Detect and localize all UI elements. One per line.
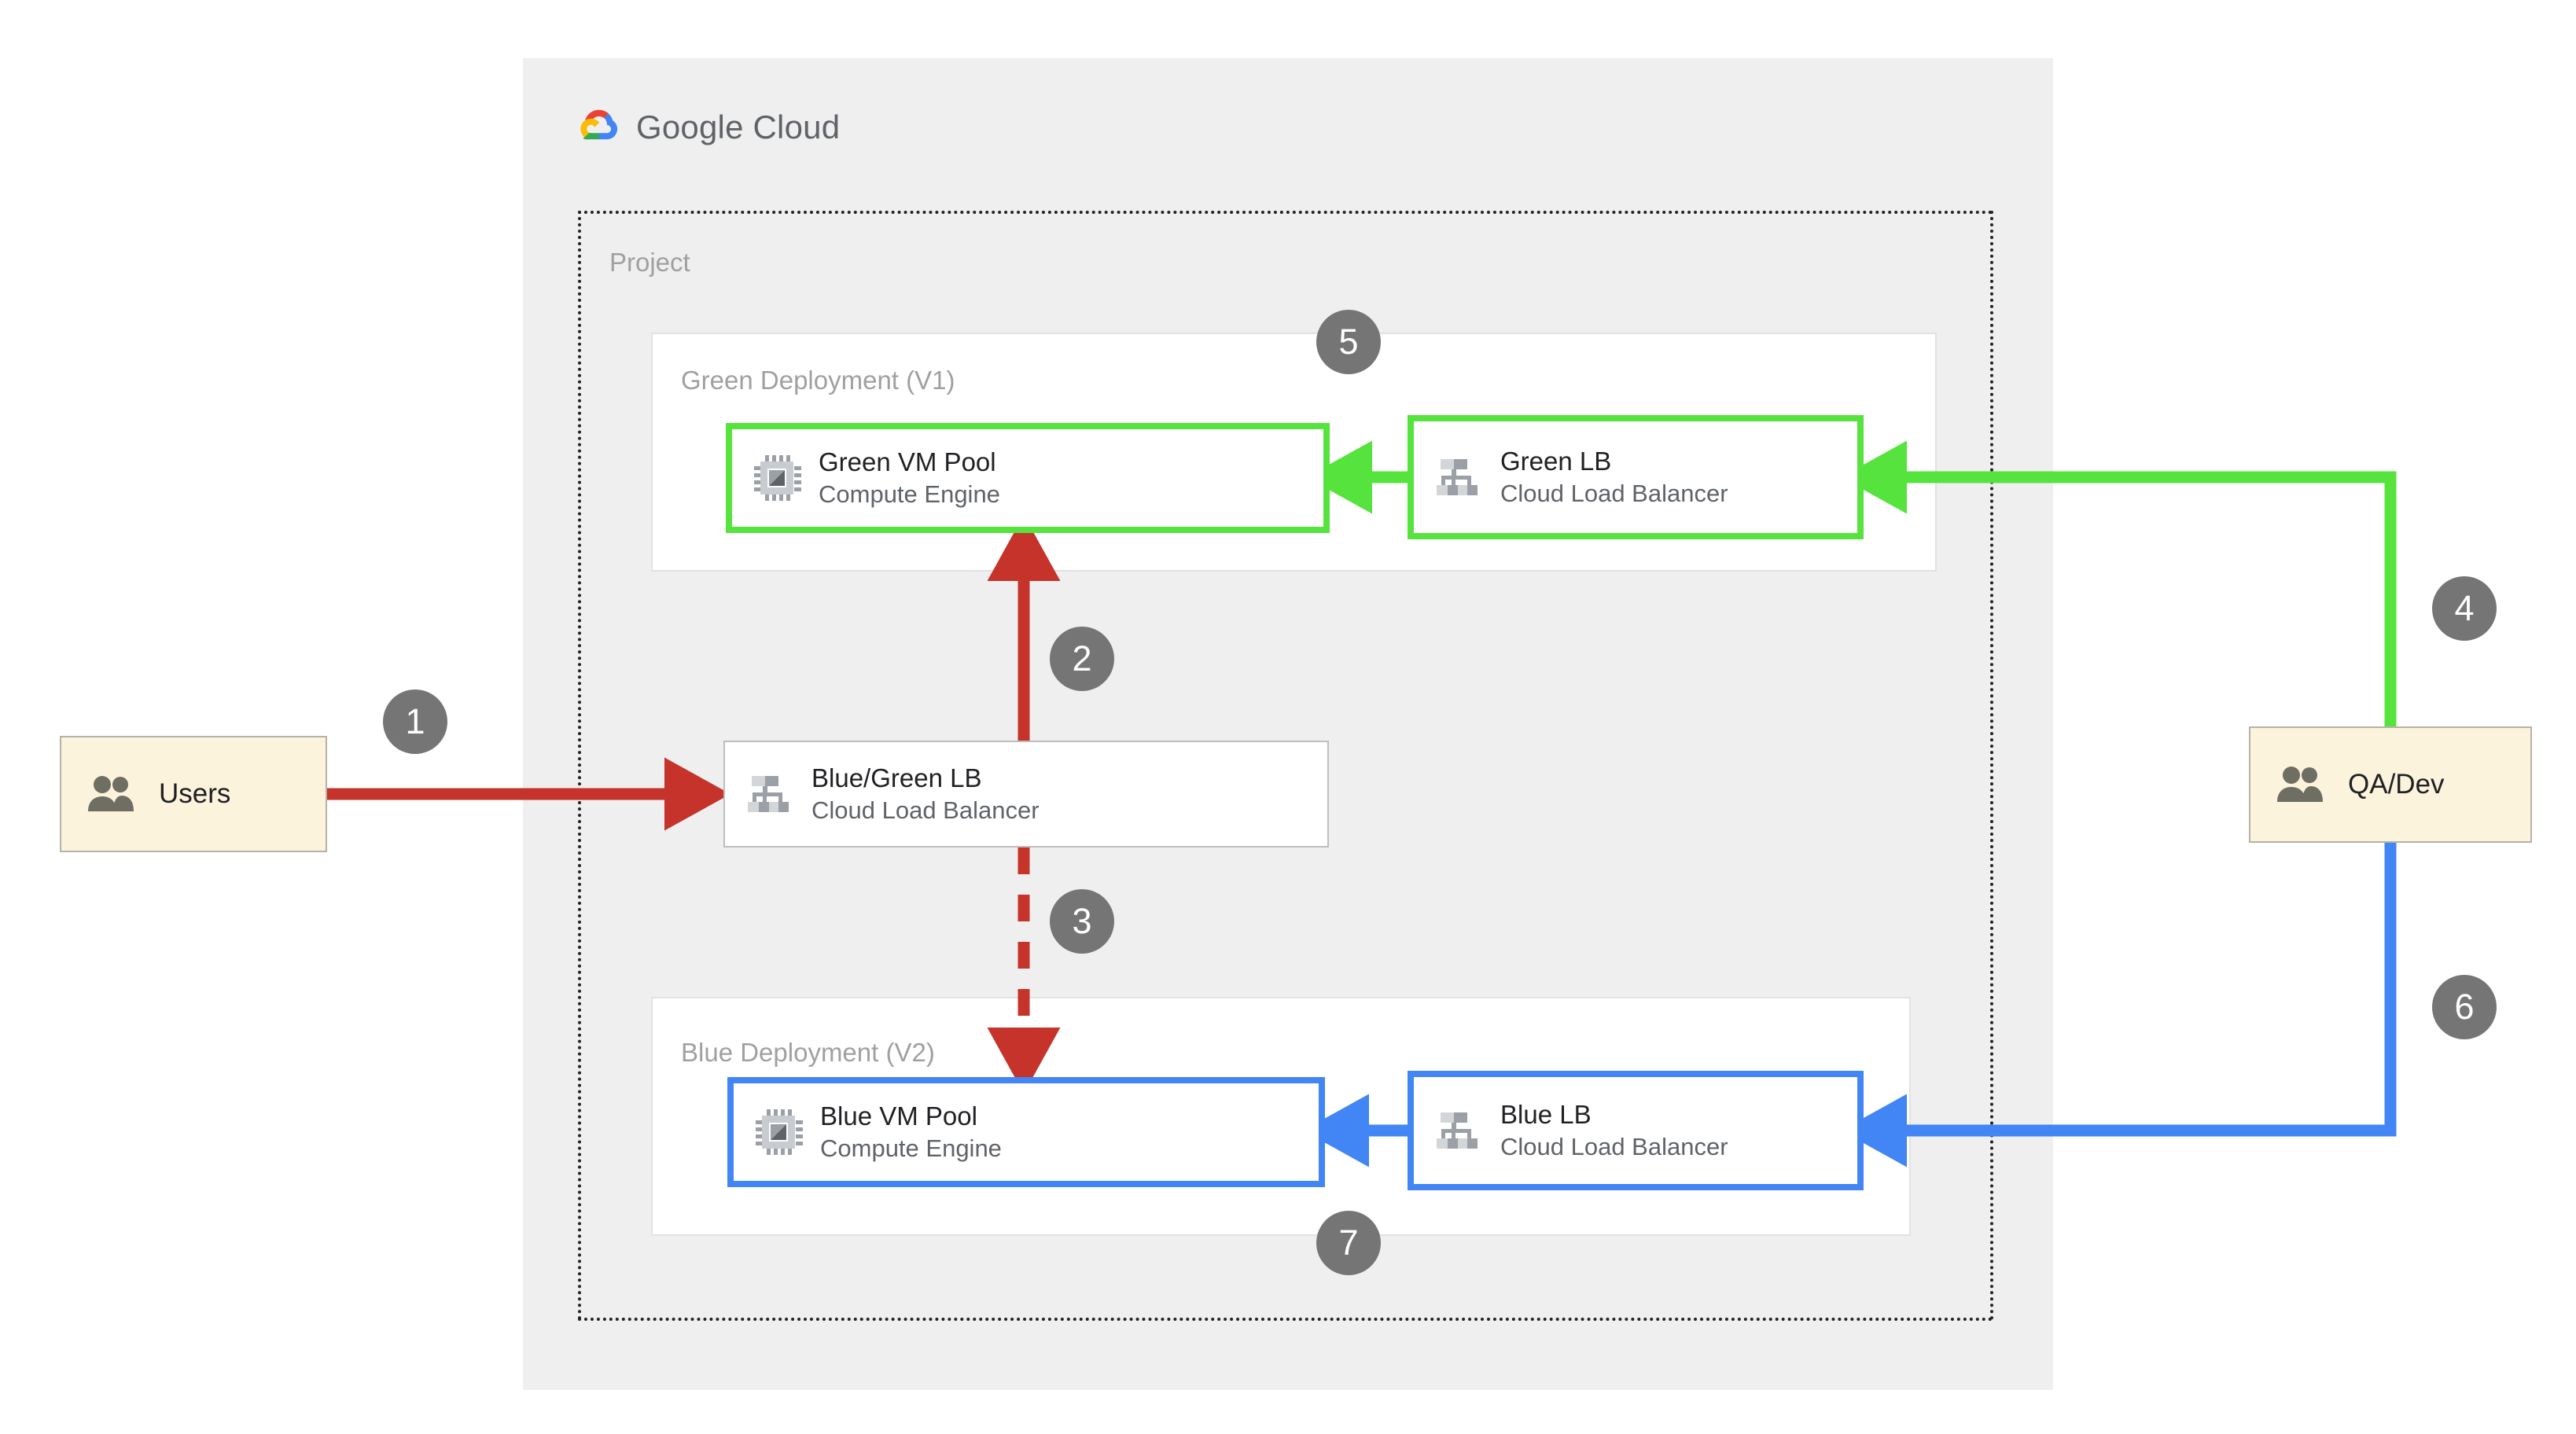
- compute-engine-chip-icon: [753, 454, 801, 502]
- cloud-load-balancer-icon: [1434, 1106, 1483, 1155]
- compute-engine-chip-icon: [754, 1108, 803, 1156]
- node-title: Green VM Pool: [819, 447, 996, 477]
- google-cloud-logo-icon: [576, 106, 622, 148]
- node-title: Green LB: [1500, 447, 1612, 476]
- step-badge-6: 6: [2432, 975, 2497, 1039]
- cloud-load-balancer-icon: [745, 770, 794, 818]
- actor-users[interactable]: Users: [60, 736, 327, 852]
- blue-deployment-label: Blue Deployment (V2): [681, 1038, 935, 1067]
- node-subtitle: Cloud Load Balancer: [1500, 1133, 1728, 1161]
- step-badge-3: 3: [1050, 889, 1114, 954]
- node-blue-vm-pool[interactable]: Blue VM Pool Compute Engine: [727, 1077, 1325, 1187]
- node-subtitle: Cloud Load Balancer: [811, 796, 1040, 825]
- green-deployment-label: Green Deployment (V1): [681, 366, 955, 395]
- node-subtitle: Compute Engine: [819, 480, 1000, 509]
- project-label: Project: [609, 248, 690, 277]
- actor-label: QA/Dev: [2348, 769, 2445, 800]
- wordmark-cloud: Cloud: [753, 108, 841, 145]
- node-blue-green-lb[interactable]: Blue/Green LB Cloud Load Balancer: [723, 741, 1329, 848]
- node-title: Blue/Green LB: [811, 763, 982, 793]
- step-badge-7: 7: [1316, 1211, 1381, 1275]
- people-icon: [2274, 764, 2326, 805]
- node-title: Blue VM Pool: [820, 1101, 977, 1131]
- google-cloud-wordmark: Google Cloud: [636, 108, 840, 146]
- actor-label: Users: [159, 778, 231, 809]
- node-green-vm-pool[interactable]: Green VM Pool Compute Engine: [726, 423, 1330, 533]
- node-subtitle: Compute Engine: [820, 1134, 1002, 1163]
- node-green-lb[interactable]: Green LB Cloud Load Balancer: [1408, 415, 1864, 539]
- wordmark-google: Google: [636, 108, 744, 145]
- cloud-load-balancer-icon: [1434, 453, 1483, 502]
- project-boundary: [578, 211, 1993, 1321]
- step-badge-2: 2: [1050, 627, 1114, 691]
- node-title: Blue LB: [1500, 1100, 1592, 1130]
- step-badge-1: 1: [383, 689, 447, 754]
- people-icon: [85, 774, 137, 814]
- node-blue-lb[interactable]: Blue LB Cloud Load Balancer: [1408, 1071, 1864, 1190]
- actor-qa-dev[interactable]: QA/Dev: [2249, 726, 2532, 843]
- node-subtitle: Cloud Load Balancer: [1500, 480, 1728, 508]
- step-badge-4: 4: [2432, 576, 2497, 641]
- step-badge-5: 5: [1316, 310, 1381, 374]
- google-cloud-branding: Google Cloud: [576, 106, 840, 148]
